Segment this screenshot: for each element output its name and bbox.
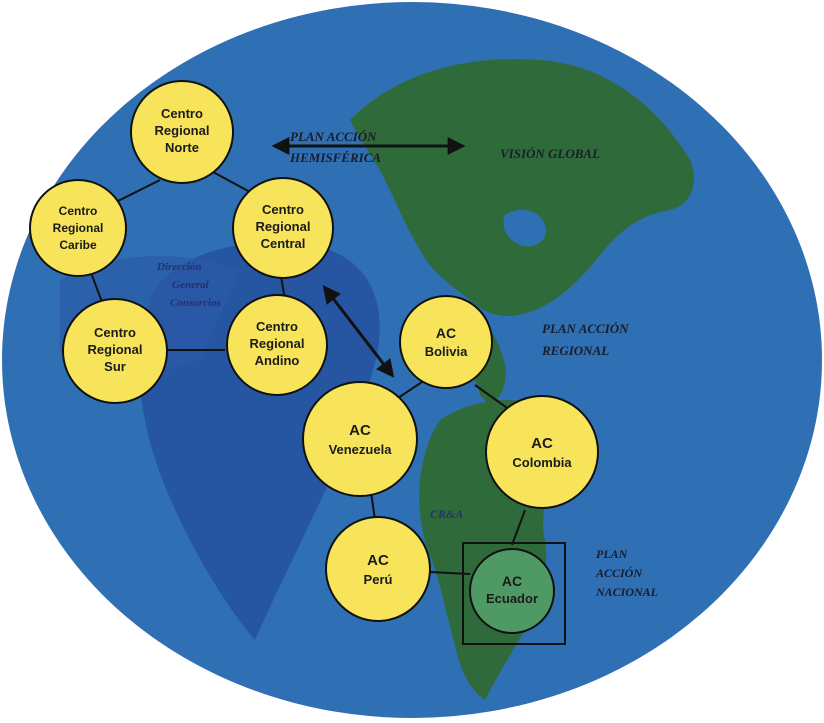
node-label: AC: [531, 435, 553, 452]
edge-bolivia-venezuela: [394, 379, 426, 401]
label-plan-hemisferica: PLAN ACCIÓN HEMISFÉRICA: [289, 129, 381, 165]
svg-text:Regional: Regional: [155, 123, 210, 138]
svg-text:Norte: Norte: [165, 140, 199, 155]
svg-text:AC: AC: [349, 422, 371, 439]
node-ac-colombia: AC Colombia: [485, 395, 599, 509]
label-plan-nacional: PLAN ACCIÓN NACIONAL: [595, 547, 658, 599]
node-label: Perú: [364, 572, 393, 587]
svg-text:AC: AC: [436, 325, 456, 341]
svg-text:Centro: Centro: [59, 204, 98, 218]
svg-text:AC: AC: [367, 552, 389, 569]
node-centro-regional-central: Centro Regional Central: [232, 177, 334, 279]
node-label: Andino: [255, 353, 300, 368]
node-label: Regional: [155, 123, 210, 138]
node-centro-regional-sur: Centro Regional Sur: [62, 298, 168, 404]
svg-text:Centro: Centro: [161, 106, 203, 121]
node-label: Norte: [165, 140, 199, 155]
edge-bolivia-colombia: [474, 384, 511, 411]
svg-text:AC: AC: [531, 435, 553, 452]
node-label: AC: [502, 573, 522, 589]
node-label: Sur: [104, 359, 126, 374]
node-label: Regional: [88, 342, 143, 357]
svg-text:AC: AC: [502, 573, 522, 589]
svg-text:Perú: Perú: [364, 572, 393, 587]
svg-text:Regional: Regional: [256, 219, 311, 234]
node-label: Regional: [53, 221, 104, 235]
node-centro-regional-andino: Centro Regional Andino: [226, 294, 328, 396]
node-ac-peru: AC Perú: [325, 516, 431, 622]
node-ac-venezuela: AC Venezuela: [302, 381, 418, 497]
node-label: Centro: [94, 325, 136, 340]
svg-text:Bolivia: Bolivia: [425, 344, 468, 359]
label-direccion-general: Dirección General Consorcios: [156, 261, 221, 309]
label-creaa: CR&A: [430, 507, 463, 521]
node-label: Regional: [250, 336, 305, 351]
svg-text:Regional: Regional: [88, 342, 143, 357]
svg-text:Andino: Andino: [255, 353, 300, 368]
arrow-regional: [322, 285, 395, 378]
node-label: AC: [349, 422, 371, 439]
label-plan-regional: PLAN ACCIÓN REGIONAL: [541, 321, 632, 358]
node-label: Venezuela: [329, 442, 393, 457]
svg-text:Venezuela: Venezuela: [329, 442, 393, 457]
node-label: AC: [436, 325, 456, 341]
svg-text:Sur: Sur: [104, 359, 126, 374]
node-ac-ecuador: AC Ecuador: [469, 548, 555, 634]
node-label: Ecuador: [486, 591, 538, 606]
node-label: Centro: [262, 202, 304, 217]
land-greenland: [560, 106, 633, 166]
node-label: Caribe: [59, 238, 97, 252]
node-label: Centro: [256, 319, 298, 334]
node-centro-regional-caribe: Centro Regional Caribe: [29, 179, 127, 277]
label-vision-global: VISIÓN GLOBAL: [500, 146, 600, 161]
svg-text:Centro: Centro: [94, 325, 136, 340]
svg-text:Central: Central: [261, 236, 306, 251]
node-label: Regional: [256, 219, 311, 234]
svg-text:Centro: Centro: [256, 319, 298, 334]
node-ac-bolivia: AC Bolivia: [399, 295, 493, 389]
node-label: AC: [367, 552, 389, 569]
svg-text:Caribe: Caribe: [59, 238, 97, 252]
hudson-bay: [503, 209, 546, 247]
svg-text:Ecuador: Ecuador: [486, 591, 538, 606]
svg-text:Regional: Regional: [53, 221, 104, 235]
svg-text:Centro: Centro: [262, 202, 304, 217]
node-label: Bolivia: [425, 344, 468, 359]
edge-colombia-ecuador: [511, 509, 526, 546]
node-label: Centro: [59, 204, 98, 218]
node-label: Centro: [161, 106, 203, 121]
ecuador-highlight-box: [462, 542, 566, 645]
node-label: Colombia: [512, 455, 572, 470]
svg-text:Colombia: Colombia: [512, 455, 572, 470]
node-centro-regional-norte: Centro Regional Norte: [130, 80, 234, 184]
node-label: Central: [261, 236, 306, 251]
svg-text:Regional: Regional: [250, 336, 305, 351]
